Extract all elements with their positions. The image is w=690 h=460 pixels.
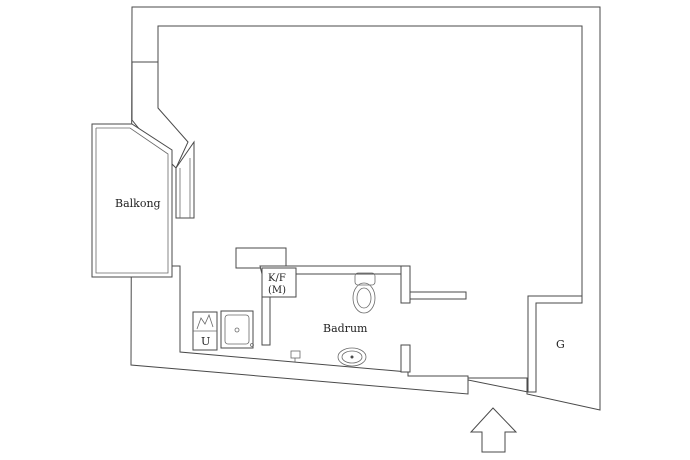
washer-icon: [196, 313, 214, 330]
laundry-label: U: [201, 335, 210, 348]
storage-label: G: [556, 338, 565, 351]
toilet-icon: [352, 272, 376, 314]
sink-icon: [337, 347, 367, 367]
stove-icon: [234, 327, 240, 333]
balcony: [91, 123, 173, 278]
balcony-label: Balkong: [115, 197, 161, 210]
bathroom-label: Badrum: [323, 322, 368, 335]
interior-walls: [259, 265, 583, 393]
counter-block: [235, 247, 287, 269]
balcony-door-wall: [131, 61, 195, 219]
laundry-unit: [192, 311, 218, 351]
wardrobe-label: K/F: [268, 273, 286, 284]
stove-unit: [220, 310, 254, 349]
entrance-arrow-icon: [469, 407, 518, 453]
fixture-icon: [290, 350, 301, 362]
outer-wall: [130, 6, 601, 411]
wardrobe-cabinet: [261, 267, 297, 298]
wardrobe-sublabel: (M): [268, 285, 286, 296]
